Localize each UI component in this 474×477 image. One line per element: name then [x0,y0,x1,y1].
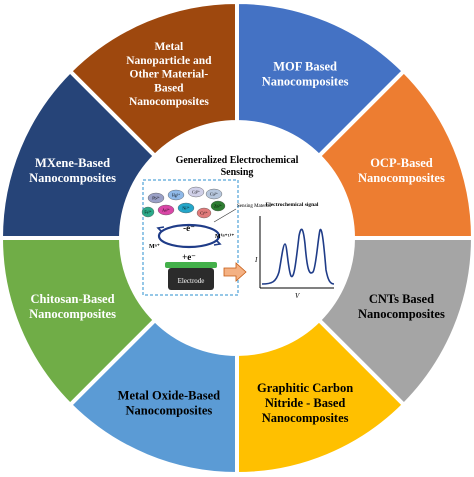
signal-y-label: I [254,256,258,264]
segment-label-line: Metal Oxide-Based [118,388,220,402]
center-title-line2: Sensing [221,167,254,178]
analyte-bubble [167,189,185,201]
analyte-cd: Cd²⁺ [187,186,205,198]
segment-label-line: Metal [155,41,184,53]
sensing-material-pointer [213,208,237,223]
analyte-bubble [147,192,165,204]
redox-cycle-arrow [157,223,221,249]
analyte-label: Ni²⁺ [182,206,189,211]
analyte-bubble [141,206,155,218]
electrode-body [168,268,214,290]
sensing-material-layer [165,262,217,268]
analyte-bubble [177,202,195,214]
analyte-label: Pb²⁺ [152,196,160,201]
segment-label-line: Nanocomposites [262,74,349,88]
electron-gain-label: +e⁻ [182,252,196,262]
analyte-bubble [196,207,212,219]
electron-loss-label: -e⁻ [183,223,195,233]
analyte-fe: Fe³⁺ [141,206,155,218]
analyte-ni: Ni²⁺ [177,202,195,214]
segment-label-line: Nanocomposites [358,171,445,185]
segment-label-line: Nanocomposites [29,171,116,185]
ion-oxidized-label: M⁽ⁿ⁺¹⁾⁺ [215,233,234,240]
analyte-label: Zn²⁺ [214,204,222,209]
segment-label-line: Graphitic Carbon [257,381,353,395]
segment-label-line: CNTs Based [369,292,434,306]
analyte-zn: Zn²⁺ [210,200,226,212]
segment-label-line: Other Material- [130,69,209,81]
analyte-pb: Pb²⁺ [147,192,165,204]
analyte-bubble [205,188,223,200]
analyte-label: Hg²⁺ [172,193,180,198]
sensing-material-label: Sensing Material [237,204,272,209]
analyte-bubble [210,200,226,212]
redox-arrowhead-left [156,226,165,233]
analyte-ions: Pb²⁺ Hg²⁺ Cd²⁺ Cu²⁺ Zn²⁺ As³⁺ Ni²⁺ Cr⁶⁺ Fe³⁺ [141,186,226,219]
signal-plot: I V [254,216,335,300]
analyte-label: Cr⁶⁺ [200,211,208,216]
segment-label-line: Nitride - Based [265,396,346,410]
segment-label-line: Based [154,82,184,94]
signal-curve [261,228,335,285]
analyte-bubble [157,204,175,216]
analyte-label: Fe³⁺ [144,210,151,215]
segment-label-line: MOF Based [273,59,337,73]
center-title-line1: Generalized Electrochemical [176,155,299,166]
electrode-label: Electrode [178,277,205,285]
analyte-label: Cu²⁺ [210,192,218,197]
ion-reduced-label: Mⁿ⁺ [149,244,160,250]
signal-x-label: V [295,292,300,300]
analyte-label: Cd²⁺ [192,190,200,195]
signal-transfer-arrow [223,262,247,282]
center-panel: Generalized Electrochemical Sensing Pb²⁺… [141,155,335,300]
redox-arrowhead-right [213,239,222,246]
segment-label-line: Nanocomposites [29,307,116,321]
segment-label-line: Nanocomposites [129,96,209,108]
analyte-hg: Hg²⁺ [167,189,185,201]
analyte-label: As³⁺ [162,208,170,213]
analyte-cr: Cr⁶⁺ [196,207,212,219]
analyte-as: As³⁺ [157,204,175,216]
segment-label-line: MXene-Based [35,156,110,170]
analyte-bubble [187,186,205,198]
sensing-setup-frame [142,179,239,296]
analyte-cu: Cu²⁺ [205,188,223,200]
segment-label-line: Nanocomposites [125,403,212,417]
segment-label-line: Chitosan-Based [31,292,115,306]
segment-label-line: Nanoparticle and [126,55,212,67]
segment-label-line: OCP-Based [370,156,433,170]
segment-label-line: Nanocomposites [358,307,445,321]
signal-title: Electrochemical signal [266,202,319,208]
segment-label-line: Nanocomposites [262,411,349,425]
